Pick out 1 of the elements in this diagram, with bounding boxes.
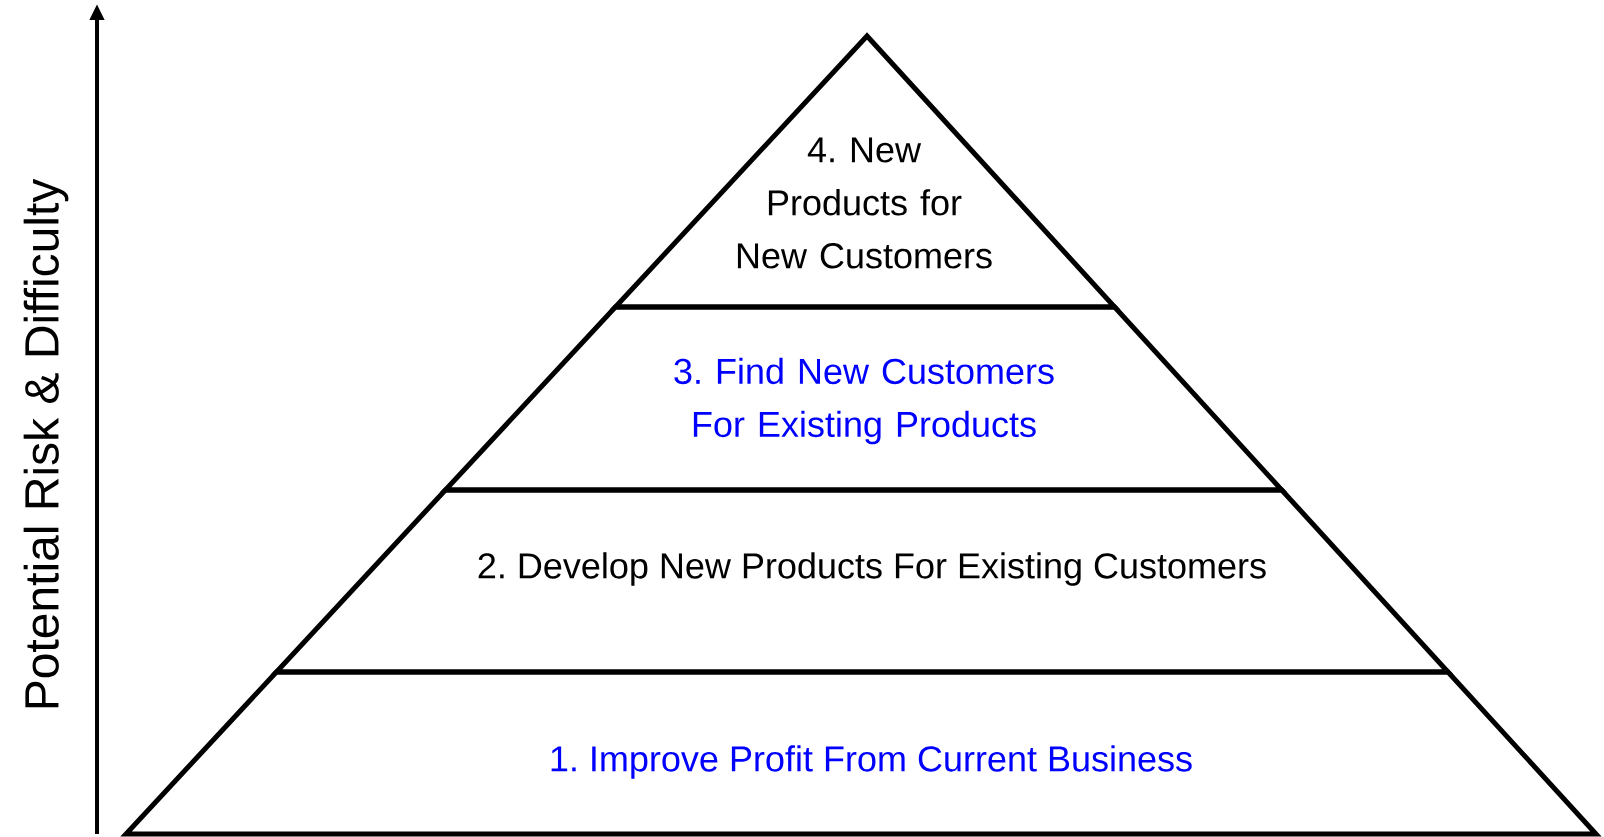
axis-label: Potential Risk & Difficulty (23, 178, 69, 708)
